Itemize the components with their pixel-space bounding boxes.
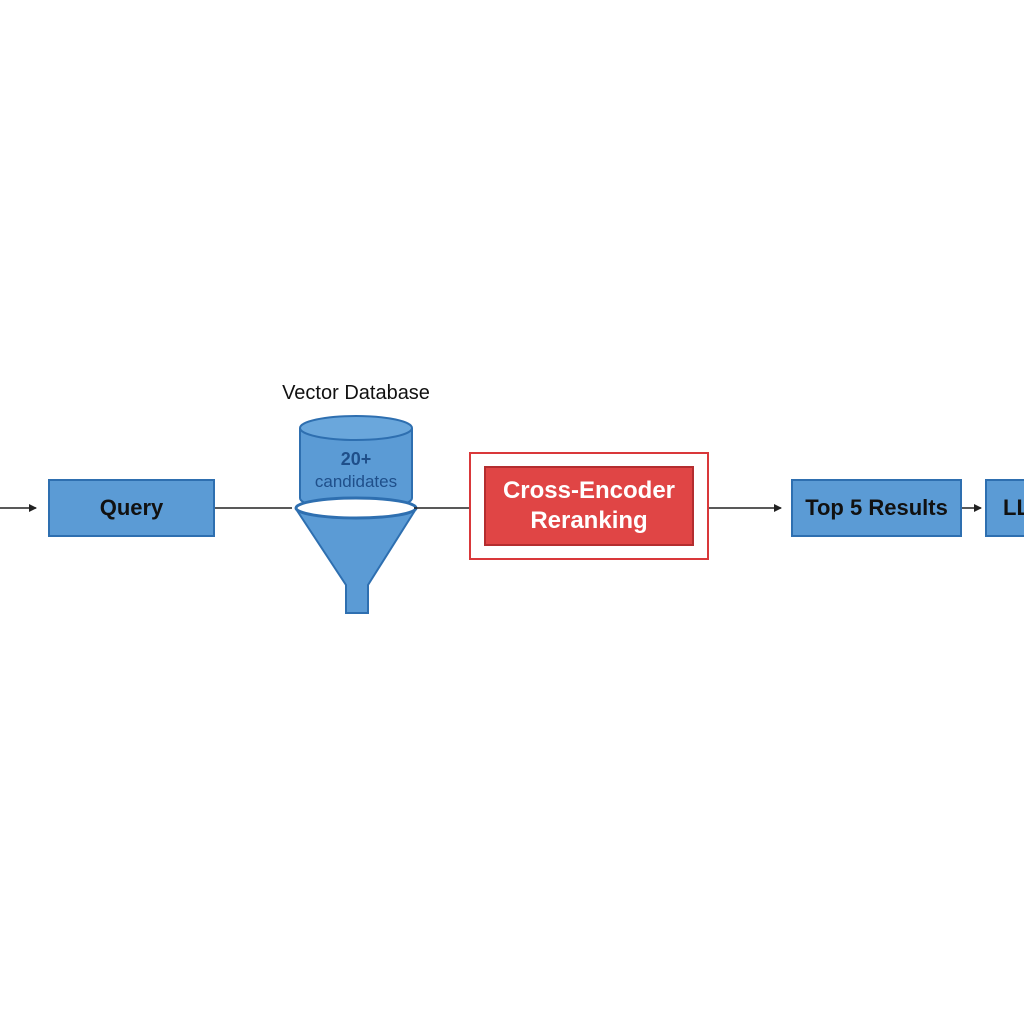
query-node: Query: [48, 479, 215, 537]
reranker-node: Cross-Encoder Reranking: [484, 466, 694, 546]
vector-database-count: 20+: [340, 449, 372, 469]
llm-label: LLM: [1003, 495, 1024, 520]
query-label: Query: [99, 495, 164, 520]
vector-database-title: Vector Database: [282, 382, 430, 404]
funnel-icon: [294, 496, 418, 614]
vector-database-sublabel: candidates: [314, 472, 398, 491]
top-results-node: Top 5 Results: [791, 479, 962, 537]
reranker-label-line2: Reranking: [530, 507, 648, 534]
top-results-label: Top 5 Results: [805, 495, 948, 520]
llm-node: LLM: [985, 479, 1024, 537]
reranker-label-line1: Cross-Encoder: [502, 477, 676, 504]
